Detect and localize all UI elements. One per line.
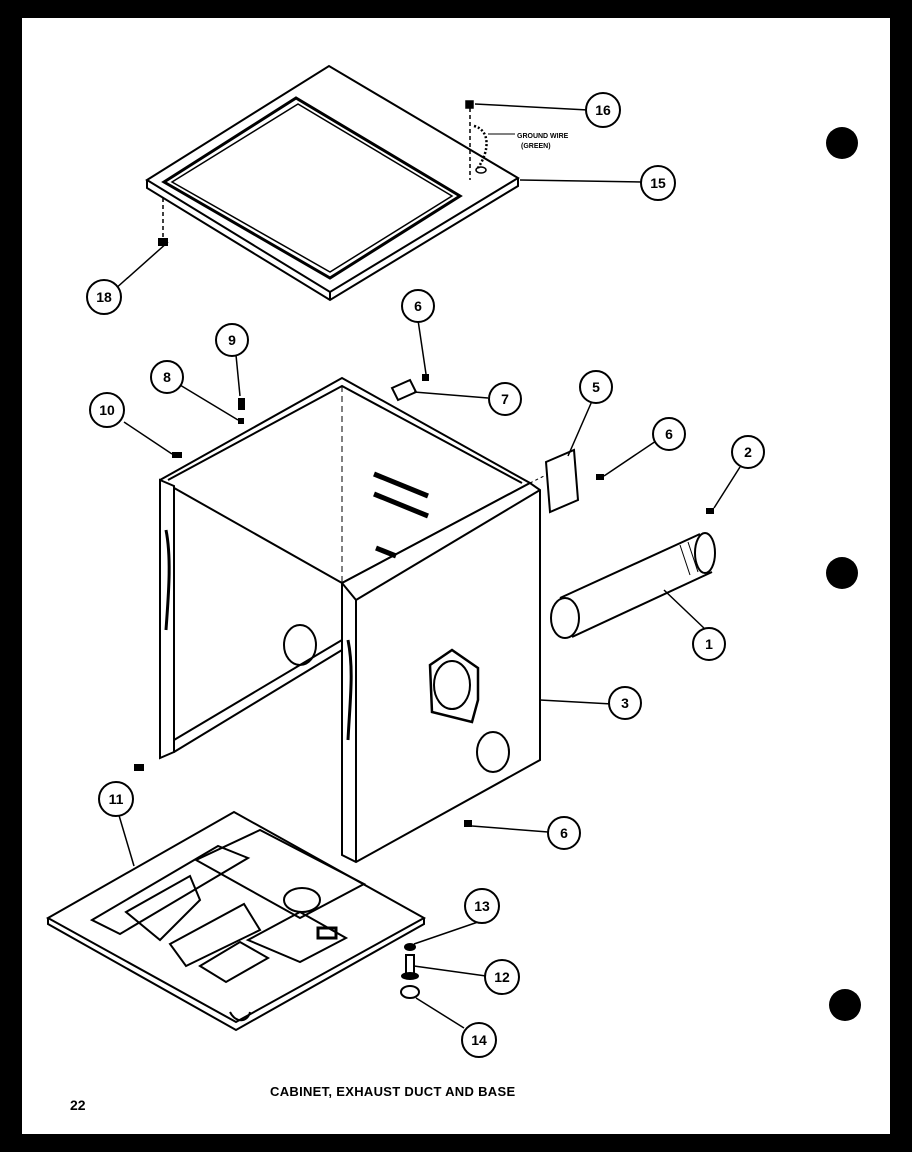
callout-3: 3 xyxy=(608,686,642,720)
clip-10 xyxy=(172,452,182,458)
page-number: 22 xyxy=(70,1097,86,1113)
leader-lines xyxy=(113,103,741,1029)
svg-text:18: 18 xyxy=(96,289,112,305)
screw-6-bottom xyxy=(464,820,472,827)
binder-hole xyxy=(826,557,858,589)
svg-text:11: 11 xyxy=(109,791,124,807)
svg-text:15: 15 xyxy=(650,175,666,191)
svg-text:6: 6 xyxy=(414,298,422,314)
exhaust-cover-5 xyxy=(544,448,580,514)
ground-wire-label-2: (GREEN) xyxy=(521,143,551,150)
svg-text:7: 7 xyxy=(501,391,509,407)
callout-8: 8 xyxy=(150,360,184,394)
screw-8 xyxy=(238,418,244,424)
svg-text:12: 12 xyxy=(494,969,510,985)
callout-7: 7 xyxy=(488,382,522,416)
callout-15: 15 xyxy=(640,165,676,201)
svg-text:3: 3 xyxy=(621,695,629,711)
screw-18 xyxy=(158,238,168,246)
binder-hole xyxy=(826,127,858,159)
screw-6-cover xyxy=(596,474,604,480)
svg-text:9: 9 xyxy=(228,332,236,348)
callout-12: 12 xyxy=(484,959,520,995)
screw-6-top xyxy=(422,374,429,381)
svg-text:13: 13 xyxy=(474,898,490,914)
callout-18: 18 xyxy=(86,279,122,315)
screw-bottom-left xyxy=(134,764,144,771)
svg-text:5: 5 xyxy=(592,379,600,395)
callout-9: 9 xyxy=(215,323,249,357)
callout-14: 14 xyxy=(461,1022,497,1058)
exhaust-duct xyxy=(550,532,716,639)
screw-9 xyxy=(238,398,245,410)
callout-5: 5 xyxy=(579,370,613,404)
callout-16: 16 xyxy=(585,92,621,128)
cabinet xyxy=(159,376,541,864)
diagram-caption: CABINET, EXHAUST DUCT AND BASE xyxy=(270,1084,516,1099)
svg-text:6: 6 xyxy=(560,825,568,841)
leveling-leg xyxy=(400,943,420,999)
binder-hole xyxy=(829,989,861,1021)
callout-6-bottom: 6 xyxy=(547,816,581,850)
callout-6-top: 6 xyxy=(401,289,435,323)
svg-text:1: 1 xyxy=(705,636,713,652)
callout-1: 1 xyxy=(692,627,726,661)
screw-2 xyxy=(706,508,714,514)
svg-text:2: 2 xyxy=(744,444,752,460)
svg-text:10: 10 xyxy=(99,402,115,418)
svg-text:14: 14 xyxy=(471,1032,487,1048)
callout-2: 2 xyxy=(731,435,765,469)
callout-13: 13 xyxy=(464,888,500,924)
ground-wire-label-1: GROUND WIRE xyxy=(517,133,569,140)
base-pan xyxy=(45,810,427,1032)
callout-10: 10 xyxy=(89,392,125,428)
callout-6-cover: 6 xyxy=(652,417,686,451)
callout-11: 11 xyxy=(98,781,134,817)
svg-text:8: 8 xyxy=(163,369,171,385)
top-panel xyxy=(145,64,520,302)
svg-text:6: 6 xyxy=(665,426,673,442)
ground-wire xyxy=(465,100,488,180)
svg-text:16: 16 xyxy=(595,102,611,118)
bracket-7 xyxy=(390,378,418,402)
